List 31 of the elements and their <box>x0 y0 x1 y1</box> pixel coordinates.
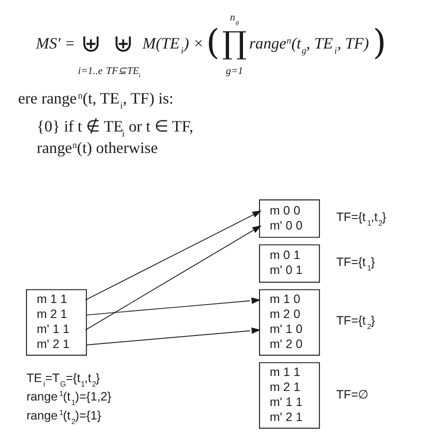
label: range$^{1}$(t$_{2}$)={1} <box>26 408 102 426</box>
label: g=1 <box>226 66 244 77</box>
label: range$^{1}$(t$_{1}$)={1,2} <box>26 389 112 408</box>
label: range$^{n}$(t$_{g}$, TE$_{i}$, TF) <box>249 35 369 56</box>
label: ( <box>206 22 220 63</box>
label: ) <box>372 22 386 63</box>
label: range$^{n}$(t) otherwise <box>36 140 158 158</box>
node-label: TF={t$_{2}$} <box>336 314 375 332</box>
label: ⊎ <box>113 28 134 58</box>
label: i=1..e <box>78 66 103 77</box>
node-box: m 0 1 m' 0 1 <box>259 244 320 283</box>
node-label: TF={t$_{1}$} <box>336 254 375 272</box>
label: n$_{g}$ <box>230 12 239 26</box>
label: M(TE$_{i}$) × <box>142 35 204 56</box>
arrow <box>86 298 261 316</box>
label: ∏ <box>222 25 247 62</box>
node-label: TF={t$_{1}$,t$_{2}$} <box>336 210 386 228</box>
node-box: m 1 1 m 2 1 m' 1 1 m' 2 1 <box>259 362 320 429</box>
node-box: m 1 1 m 2 1 m' 1 1 m' 2 1 <box>26 289 87 356</box>
label: ⊎ <box>80 28 102 58</box>
arrow <box>86 327 261 346</box>
label: MS′ = <box>36 35 76 52</box>
label: TE$_{i}$=T$_{G}$={t$_{1}$,t$_{2}$} <box>26 370 100 388</box>
arrow <box>85 225 262 330</box>
node-label: TF=∅ <box>336 388 368 402</box>
label: ere range$^{n}$(t, TE$_{i}$, TF) is: <box>18 90 174 112</box>
label: TF⊆TE$_{i}$ <box>106 66 141 80</box>
label: {0} if t ∉ TE$_{i}$ or t ∈ TF, <box>36 118 194 140</box>
arrow <box>85 210 262 300</box>
node-box: m 1 0 m 2 0 m' 1 0 m' 2 0 <box>259 289 320 356</box>
node-box: m 0 0 m' 0 0 <box>259 199 320 238</box>
